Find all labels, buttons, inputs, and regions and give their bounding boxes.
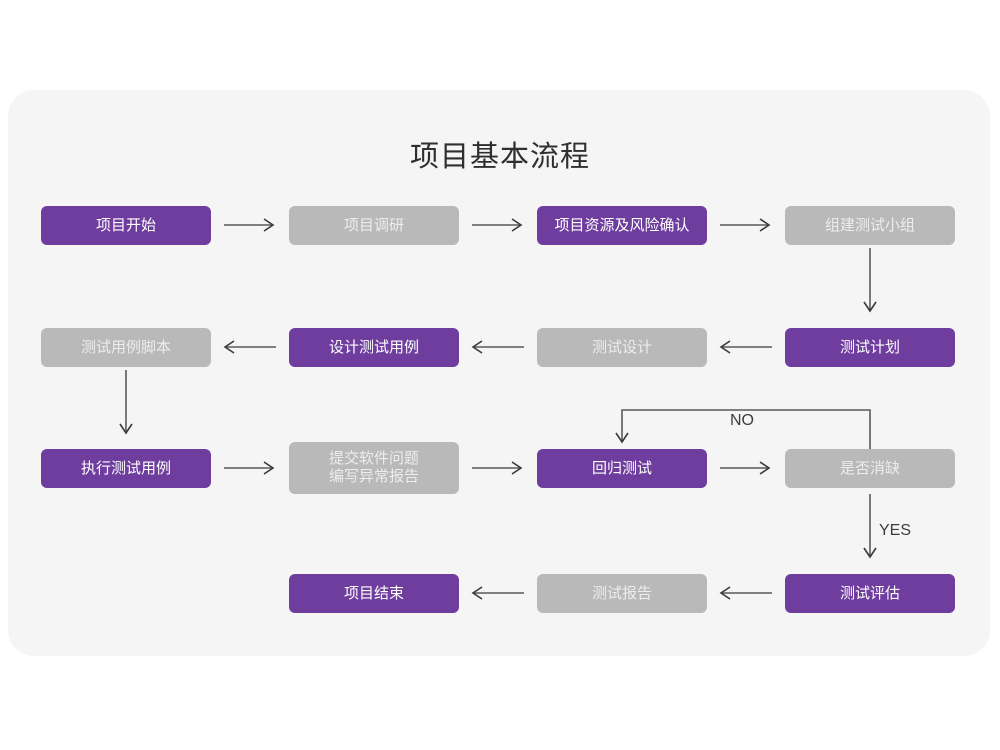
- node-test-design[interactable]: 测试设计: [537, 328, 707, 367]
- node-form-test-team[interactable]: 组建测试小组: [785, 206, 955, 245]
- node-label: 项目开始: [95, 216, 156, 234]
- node-label: 提交软件问题 编写异常报告: [328, 450, 419, 485]
- node-label: 项目调研: [343, 216, 404, 234]
- node-test-evaluation[interactable]: 测试评估: [785, 574, 955, 613]
- node-test-report[interactable]: 测试报告: [537, 574, 707, 613]
- node-label: 项目结束: [343, 584, 404, 602]
- node-submit-issue-report[interactable]: 提交软件问题 编写异常报告: [289, 442, 459, 494]
- node-label: 设计测试用例: [328, 338, 419, 356]
- flowchart-card: [8, 90, 990, 656]
- node-regression-test[interactable]: 回归测试: [537, 449, 707, 488]
- edge-label-no: NO: [730, 412, 754, 429]
- node-label: 组建测试小组: [824, 216, 915, 234]
- node-project-end[interactable]: 项目结束: [289, 574, 459, 613]
- node-label: 测试报告: [591, 584, 652, 602]
- node-design-test-case[interactable]: 设计测试用例: [289, 328, 459, 367]
- node-label: 测试用例脚本: [80, 338, 171, 356]
- node-project-start[interactable]: 项目开始: [41, 206, 211, 245]
- node-test-case-script[interactable]: 测试用例脚本: [41, 328, 211, 367]
- node-label: 项目资源及风险确认: [554, 216, 690, 234]
- node-label: 执行测试用例: [80, 459, 171, 477]
- page-title: 项目基本流程: [409, 141, 590, 173]
- node-test-plan[interactable]: 测试计划: [785, 328, 955, 367]
- node-label: 回归测试: [591, 459, 652, 477]
- node-label: 测试计划: [839, 338, 900, 356]
- node-label: 测试设计: [591, 338, 652, 356]
- node-defect-cleared-decision[interactable]: 是否消缺: [785, 449, 955, 488]
- node-resource-risk-confirm[interactable]: 项目资源及风险确认: [537, 206, 707, 245]
- node-project-research[interactable]: 项目调研: [289, 206, 459, 245]
- node-label: 测试评估: [839, 584, 900, 602]
- node-label: 是否消缺: [839, 459, 900, 477]
- node-execute-test-case[interactable]: 执行测试用例: [41, 449, 211, 488]
- edge-label-yes: YES: [879, 522, 912, 539]
